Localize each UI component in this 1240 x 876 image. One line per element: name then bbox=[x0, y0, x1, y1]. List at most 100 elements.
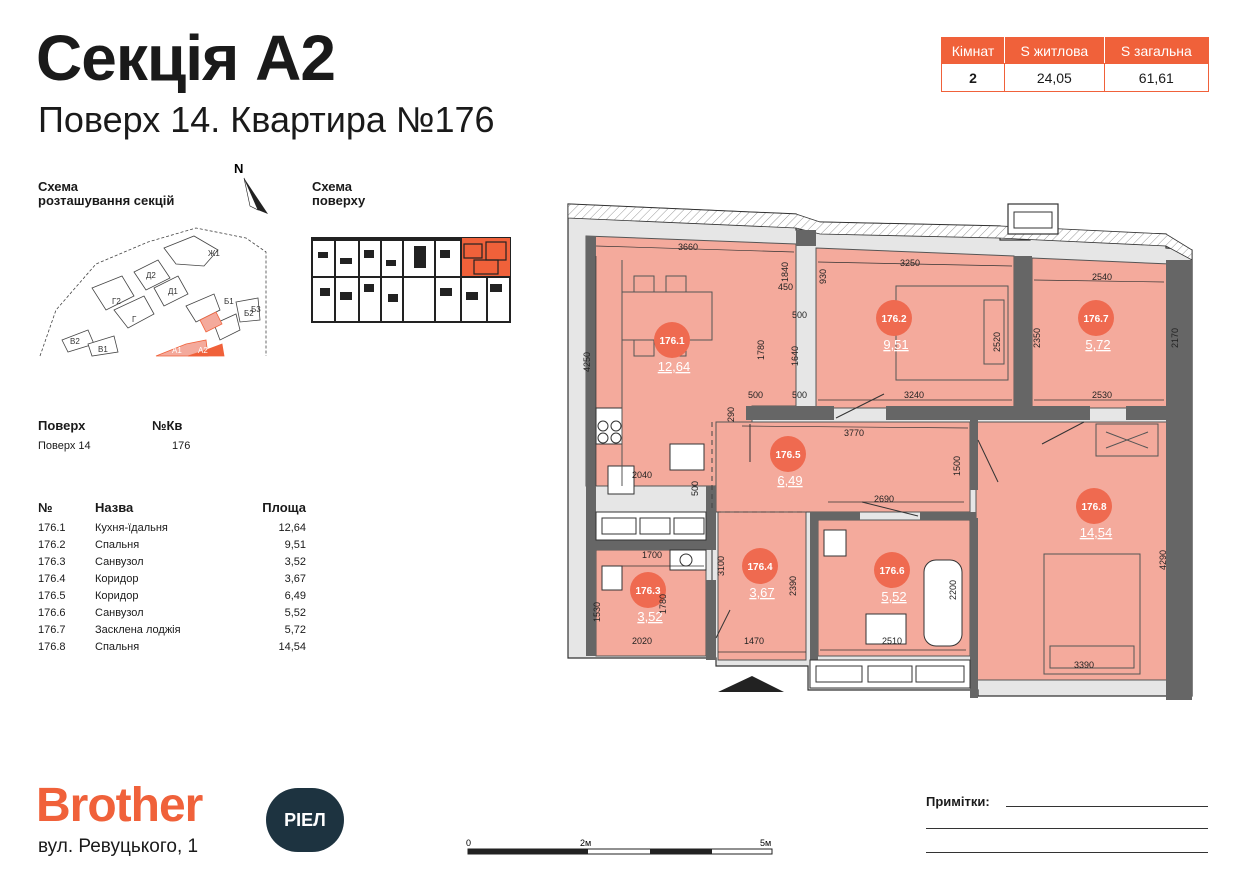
dimension-label: 2040 bbox=[632, 470, 652, 480]
room-badge bbox=[874, 552, 910, 588]
apartment-floor-plan: 176.1 176.2 176.7 176.5 176.8 176.4 176.… bbox=[567, 203, 1193, 700]
room-area-label: 6,49 bbox=[777, 473, 802, 488]
dimension-label: 1700 bbox=[642, 550, 662, 560]
dimension-label: 3390 bbox=[1074, 660, 1094, 670]
scale-bar: 0 2м 5м bbox=[466, 838, 773, 855]
scale-label: 0 bbox=[466, 838, 471, 848]
room-badge bbox=[1076, 488, 1112, 524]
room-176-5 bbox=[715, 421, 971, 513]
section-label: Д2 bbox=[146, 271, 156, 280]
summary-value-living-area: 24,05 bbox=[1004, 63, 1105, 92]
dimension-label: 4250 bbox=[582, 352, 592, 372]
room-badge bbox=[742, 548, 778, 584]
page-subtitle: Поверх 14. Квартира №176 bbox=[38, 99, 495, 140]
room-176-4 bbox=[717, 511, 807, 661]
dimension-label: 500 bbox=[690, 481, 700, 496]
room-badge bbox=[770, 436, 806, 472]
section-label: Д1 bbox=[168, 287, 178, 296]
apartment-number-label: №Кв bbox=[152, 418, 183, 433]
dimension-label: 500 bbox=[792, 390, 807, 400]
dimension-label: 3240 bbox=[904, 390, 924, 400]
dimension-label: 2170 bbox=[1170, 328, 1180, 348]
north-label: N bbox=[234, 161, 243, 176]
dimension-label: 1640 bbox=[790, 346, 800, 366]
dimension-label: 2020 bbox=[632, 636, 652, 646]
section-label: А1 bbox=[172, 346, 182, 355]
badge-label: 176.6 bbox=[879, 566, 904, 577]
section-scheme-heading: Схема розташування секцій bbox=[38, 179, 175, 208]
scale-label: 2м bbox=[580, 838, 591, 848]
floor-scheme-map bbox=[311, 237, 511, 323]
dimension-label: 1780 bbox=[658, 594, 668, 614]
dimension-label: 2530 bbox=[1092, 390, 1112, 400]
section-label: Б1 bbox=[224, 297, 234, 306]
notes-line bbox=[1006, 806, 1208, 807]
notes-label: Примітки: bbox=[926, 794, 990, 809]
room-area-label: 5,52 bbox=[881, 589, 906, 604]
dimension-label: 500 bbox=[792, 310, 807, 320]
section-scheme-map: N Ж1 Д2 Д1 Г2 Г Б2 Б1 Б3 В2 В1 А1 А2 bbox=[39, 161, 268, 357]
summary-header-rooms: Кімнат bbox=[940, 37, 1006, 64]
apartment-number-value: 176 bbox=[172, 440, 191, 452]
section-label: Б3 bbox=[251, 305, 261, 314]
dimension-label: 3100 bbox=[716, 556, 726, 576]
section-a2-block bbox=[187, 343, 225, 357]
room-area-label: 9,51 bbox=[883, 337, 908, 352]
badge-label: 176.8 bbox=[1081, 502, 1106, 513]
dimension-label: 2510 bbox=[882, 636, 902, 646]
badge-label: 176.7 bbox=[1083, 314, 1108, 325]
dimension-label: 1470 bbox=[744, 636, 764, 646]
notes-line bbox=[926, 828, 1208, 829]
room-badge bbox=[654, 322, 690, 358]
badge-label: 176.2 bbox=[881, 314, 906, 325]
room-area-label: 5,72 bbox=[1085, 337, 1110, 352]
section-label: Г bbox=[132, 315, 137, 324]
dimension-label: 1840 bbox=[780, 262, 790, 282]
riel-badge: РІЕЛ bbox=[266, 788, 344, 852]
summary-value-total-area: 61,61 bbox=[1103, 63, 1210, 92]
floor-value: Поверх 14 bbox=[38, 440, 91, 452]
address: вул. Ревуцького, 1 bbox=[38, 836, 199, 857]
room-badge bbox=[876, 300, 912, 336]
dimension-label: 2690 bbox=[874, 494, 894, 504]
dimension-label: 2200 bbox=[948, 580, 958, 600]
room-area-label: 3,52 bbox=[637, 609, 662, 624]
dimension-label: 1780 bbox=[756, 340, 766, 360]
badge-label: 176.1 bbox=[659, 336, 684, 347]
dimension-label: 3660 bbox=[678, 242, 698, 252]
floor-label: Поверх bbox=[38, 418, 86, 433]
section-label: Ж1 bbox=[208, 249, 220, 258]
section-label: А2 bbox=[198, 346, 208, 355]
dimension-label: 290 bbox=[726, 407, 736, 422]
section-label: Г2 bbox=[112, 297, 121, 306]
rooms-table-header: № Назва Площа bbox=[38, 500, 306, 515]
dimension-label: 1530 bbox=[592, 602, 602, 622]
summary-table: Кімнат S житлова S загальна 2 24,05 61,6… bbox=[940, 37, 1210, 92]
badge-label: 176.5 bbox=[775, 450, 800, 461]
room-area-label: 14,54 bbox=[1080, 525, 1113, 540]
room-area-label: 12,64 bbox=[658, 359, 691, 374]
summary-value-rooms: 2 bbox=[940, 63, 1006, 92]
brand-logo: Brother bbox=[36, 779, 203, 832]
section-label: В2 bbox=[70, 337, 80, 346]
room-176-8 bbox=[975, 421, 1187, 681]
badge-label: 176.4 bbox=[747, 562, 772, 573]
notes-line bbox=[926, 852, 1208, 853]
room-badge bbox=[630, 572, 666, 608]
north-arrow-icon bbox=[244, 178, 268, 214]
section-label: В1 bbox=[98, 345, 108, 354]
dimension-label: 450 bbox=[778, 282, 793, 292]
dimension-label: 2390 bbox=[788, 576, 798, 596]
dimension-label: 2540 bbox=[1092, 272, 1112, 282]
dimension-label: 500 bbox=[748, 390, 763, 400]
dimension-label: 3250 bbox=[900, 258, 920, 268]
scale-label: 5м bbox=[760, 838, 771, 848]
